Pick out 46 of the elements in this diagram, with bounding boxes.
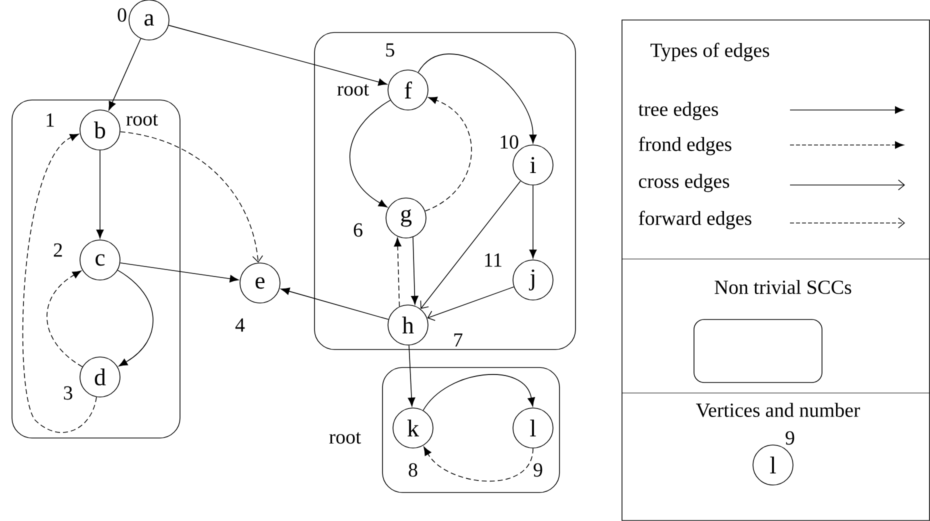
- legend-text: Vertices and number: [696, 402, 860, 418]
- arrow: [420, 180, 521, 309]
- legend-text: forward edges: [638, 210, 752, 230]
- vertex-label: 3: [64, 386, 72, 400]
- vertex-label: 9: [786, 431, 794, 445]
- legend-text: frond edges: [638, 136, 732, 156]
- arrow: [394, 238, 402, 307]
- scc-box: [12, 100, 180, 438]
- vertex-label: 4: [235, 318, 245, 332]
- vertex-label: 6: [354, 223, 362, 237]
- vertex-label: root: [329, 432, 361, 444]
- scc-box: [382, 367, 560, 493]
- arrow: [22, 134, 97, 433]
- vertex-label: root: [126, 114, 158, 126]
- arrow: [411, 236, 418, 305]
- arrow: [96, 150, 104, 238]
- arrow: [120, 131, 264, 263]
- vertex-label: 8: [408, 463, 418, 477]
- arrow: [168, 24, 388, 86]
- legend-text: cross edges: [638, 174, 730, 192]
- vertex-label: root: [337, 84, 369, 96]
- arrow: [280, 288, 389, 320]
- legend-box: [694, 319, 822, 383]
- legend-text: tree edges: [638, 102, 718, 120]
- arrow: [529, 185, 537, 258]
- arrow: [408, 344, 416, 406]
- arrow: [427, 286, 514, 321]
- arrow: [418, 54, 537, 144]
- vertex-label: 9: [534, 463, 542, 477]
- vertex-label: 1: [46, 113, 54, 127]
- legend-text: Non trivial SCCs: [714, 280, 852, 294]
- vertex-label: 7: [454, 333, 462, 347]
- vertex-label: 11: [485, 253, 502, 267]
- arrow: [117, 270, 154, 366]
- vertex-label: 2: [54, 243, 62, 257]
- arrow: [120, 262, 239, 282]
- vertex-label: 0: [118, 8, 126, 22]
- arrow: [422, 374, 535, 411]
- arrow: [350, 100, 391, 208]
- arrow: [424, 446, 534, 482]
- vertex-label: 5: [386, 43, 394, 57]
- arrow: [108, 38, 142, 110]
- scc-box: [314, 32, 576, 350]
- arrow: [46, 270, 83, 368]
- legend-title: Types of edges: [650, 42, 770, 62]
- arrow: [424, 96, 472, 212]
